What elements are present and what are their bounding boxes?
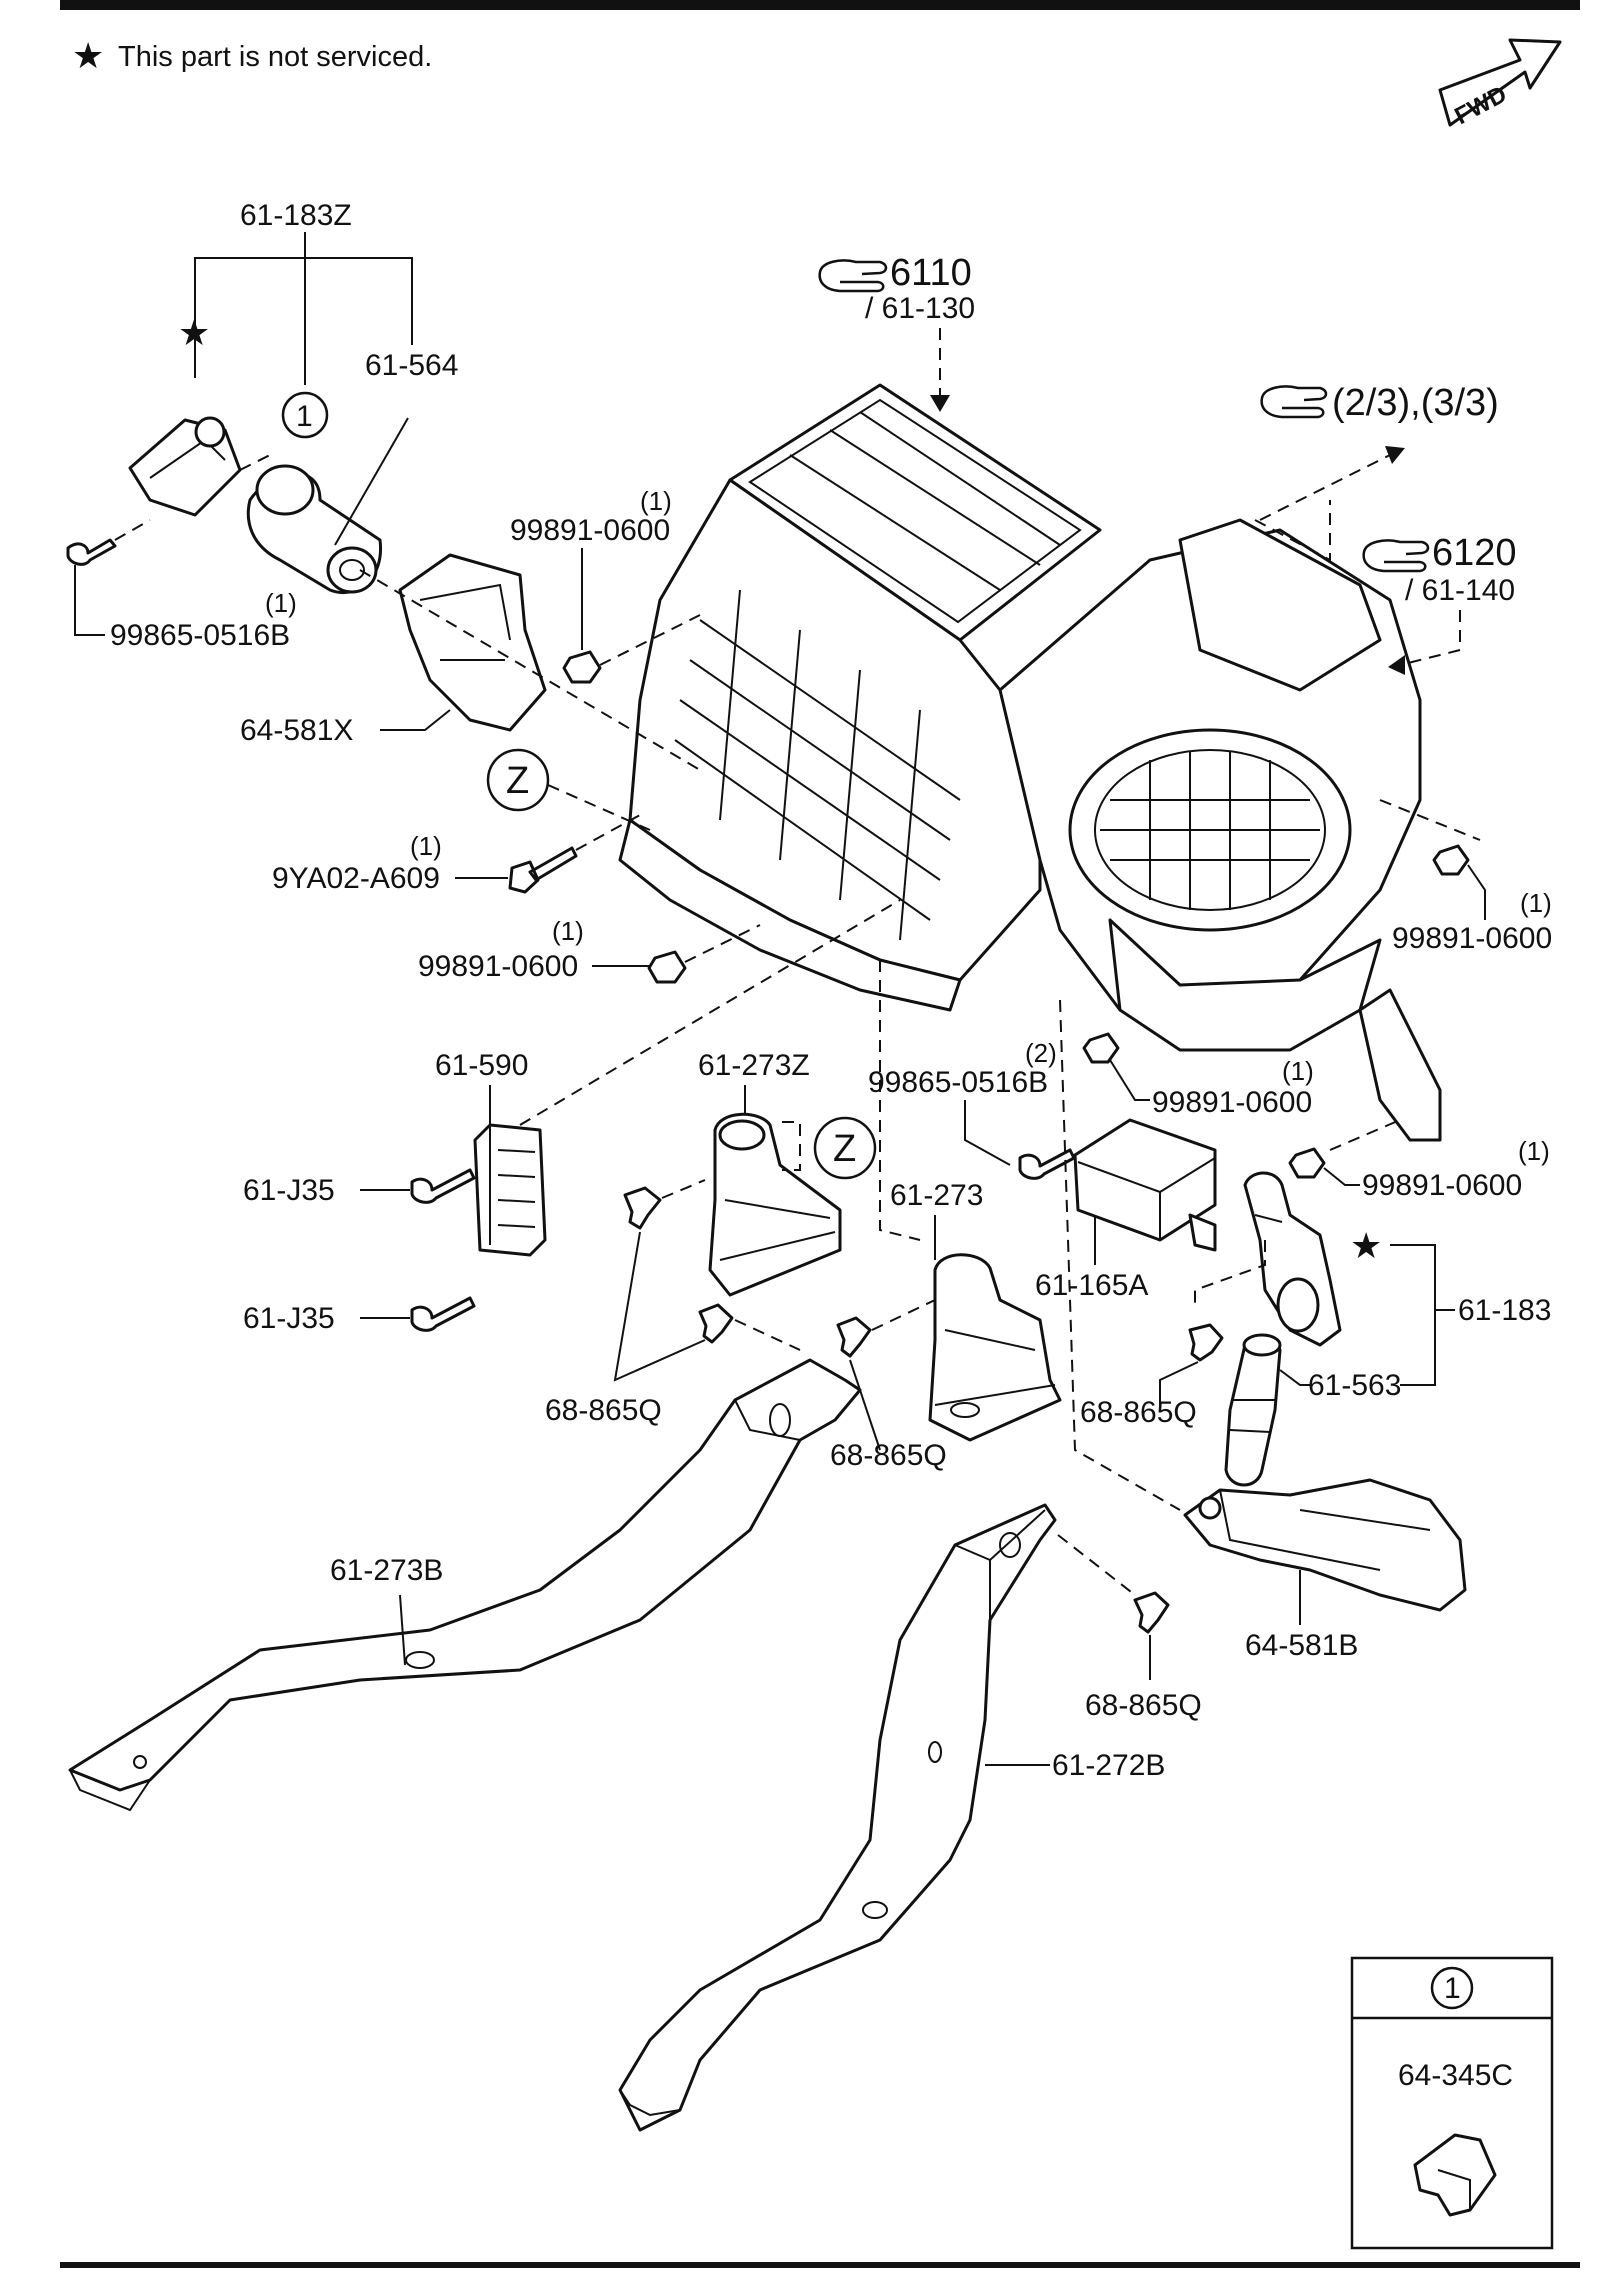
clip-icon-b — [698, 1303, 734, 1344]
qty-99891-0600-e: (1) — [1518, 1136, 1550, 1166]
nut-icon-e — [1288, 1147, 1326, 1179]
label-68-865Q-a: 68-865Q — [545, 1394, 662, 1427]
clip-64-345C-icon — [1413, 2133, 1497, 2217]
part-61-183-actuator — [1243, 1171, 1342, 1347]
qty-99891-0600-c: (1) — [1520, 888, 1552, 918]
part-64-581B — [1183, 1478, 1467, 1612]
top-rule — [60, 0, 1580, 10]
part-64-581X — [398, 553, 547, 732]
label-64-581B: 64-581B — [1245, 1629, 1358, 1662]
label-68-865Q-c: 68-865Q — [1080, 1396, 1197, 1429]
ref-6110: 6110 — [890, 252, 972, 294]
ref-6120: 6120 — [1432, 532, 1517, 574]
label-99891-0600-e: 99891-0600 — [1362, 1169, 1522, 1202]
fwd-arrow-icon: FWD — [1438, 38, 1562, 130]
qty-99865-0516B-b: (2) — [1025, 1038, 1057, 1068]
part-61-590 — [473, 1123, 547, 1257]
nut-icon-a — [562, 650, 602, 684]
part-61-273 — [928, 1253, 1062, 1442]
ref-6120-sub: / 61-140 — [1405, 574, 1515, 607]
part-61-564 — [246, 464, 383, 595]
qty-99891-0600-a: (1) — [640, 486, 672, 516]
part-61-183Z — [128, 416, 242, 517]
callout-circle-1-a — [281, 391, 329, 439]
nut-icon-b — [647, 950, 687, 984]
qty-99891-0600-d: (1) — [1282, 1056, 1314, 1086]
ref-pages: (2/3),(3/3) — [1332, 382, 1499, 424]
hvac-unit-assembly — [618, 383, 1442, 1142]
star-61-183: ★ — [1350, 1225, 1382, 1266]
z-circle-a-text: Z — [506, 760, 529, 802]
label-99891-0600-b: 99891-0600 — [418, 950, 578, 983]
bracket-61-183 — [1390, 1244, 1436, 1386]
part-61-273Z — [708, 1112, 842, 1297]
ref-hand-icon-pages — [1260, 385, 1328, 419]
inset-circle-1-text: 1 — [1444, 1972, 1461, 2005]
arrow-6120 — [1388, 655, 1405, 675]
label-61-183: 61-183 — [1458, 1294, 1551, 1327]
label-61-183Z: 61-183Z — [240, 199, 352, 232]
arrow-pages — [1385, 446, 1405, 464]
label-64-581X: 64-581X — [240, 714, 353, 747]
label-61-563: 61-563 — [1308, 1369, 1401, 1402]
callout-circle-1-a-text: 1 — [296, 400, 313, 433]
label-61-273B: 61-273B — [330, 1554, 443, 1587]
inset-circle-1 — [1430, 1966, 1474, 2010]
label-61-272B: 61-272B — [1052, 1749, 1165, 1782]
label-61-273: 61-273 — [890, 1179, 983, 1212]
clip-icon-d — [1188, 1323, 1224, 1362]
qty-99865-0516B-a: (1) — [265, 588, 297, 618]
label-99865-0516B-b: 99865-0516B — [868, 1066, 1048, 1099]
bolt-icon — [508, 846, 578, 894]
label-9YA02-A609: 9YA02-A609 — [272, 862, 440, 895]
ref-hand-icon-6110 — [818, 259, 888, 293]
clip-icon-a — [623, 1186, 662, 1230]
label-61-273Z: 61-273Z — [698, 1049, 810, 1082]
label-99865-0516B-a: 99865-0516B — [110, 619, 290, 652]
label-61-590: 61-590 — [435, 1049, 528, 1082]
label-68-865Q-d: 68-865Q — [1085, 1689, 1202, 1722]
ref-hand-icon-6120 — [1362, 539, 1430, 573]
clip-icon-e — [1133, 1591, 1170, 1634]
bracket-61-183Z — [194, 257, 413, 378]
qty-9YA02-A609: (1) — [410, 831, 442, 861]
part-61-272B — [618, 1503, 1057, 2132]
label-61-J35-b: 61-J35 — [243, 1302, 335, 1335]
note-star: ★ — [72, 35, 104, 76]
qty-99891-0600-b: (1) — [552, 916, 584, 946]
part-61-273B — [68, 1358, 862, 1812]
label-99891-0600-a: 99891-0600 — [510, 514, 670, 547]
note-text: This part is not serviced. — [118, 41, 432, 73]
screw-icon-c — [410, 1296, 476, 1332]
screw-icon-b — [410, 1168, 476, 1204]
ref-6110-sub: / 61-130 — [865, 292, 975, 325]
label-99891-0600-c: 99891-0600 — [1392, 922, 1552, 955]
z-circle-b-text: Z — [833, 1128, 856, 1170]
z-circle-a — [486, 748, 550, 812]
z-circle-b — [813, 1116, 877, 1180]
label-61-J35-a: 61-J35 — [243, 1174, 335, 1207]
label-61-165A: 61-165A — [1035, 1269, 1148, 1302]
label-61-564: 61-564 — [365, 349, 458, 382]
arrow-6110 — [930, 395, 950, 412]
nut-icon-d — [1082, 1032, 1120, 1064]
inset-label-64-345C: 64-345C — [1398, 2059, 1513, 2092]
label-99891-0600-d: 99891-0600 — [1152, 1086, 1312, 1119]
part-61-165A — [1073, 1118, 1217, 1252]
screw-icon-a — [66, 538, 117, 566]
nut-icon-c — [1432, 844, 1470, 876]
label-68-865Q-b: 68-865Q — [830, 1439, 947, 1472]
star-61-183Z: ★ — [178, 312, 210, 353]
part-61-563 — [1224, 1333, 1282, 1487]
bottom-rule — [60, 2262, 1580, 2268]
clip-icon-c — [836, 1316, 872, 1358]
